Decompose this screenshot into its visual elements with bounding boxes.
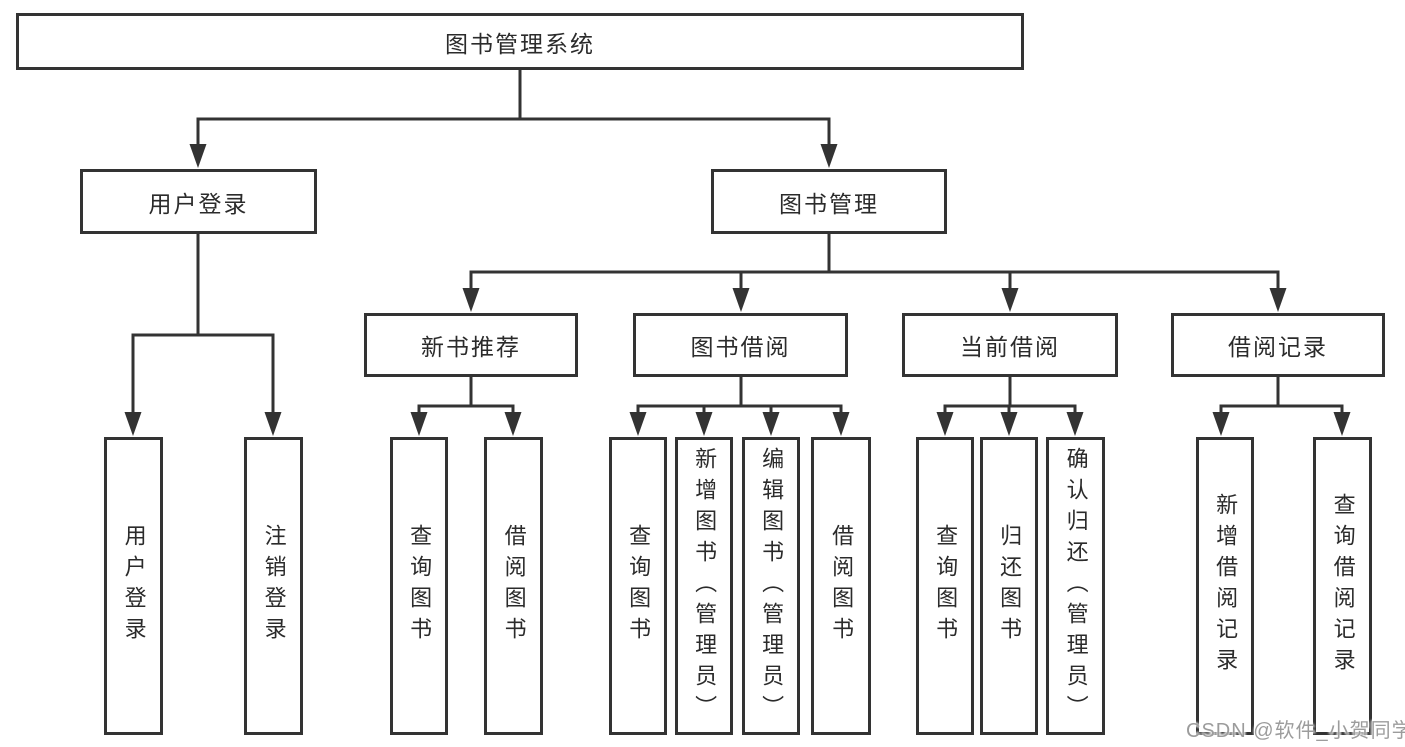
node-borrowing-records: 借阅记录 (1171, 313, 1385, 377)
node-label: 新增借阅记录 (1213, 493, 1239, 679)
node-label: 确认归还（管理员） (1063, 446, 1089, 726)
node-book-management: 图书管理 (711, 169, 947, 234)
node-label: 借阅图书 (829, 524, 855, 648)
node-library-management-system: 图书管理系统 (16, 13, 1024, 70)
node-label: 新增图书（管理员） (692, 446, 718, 726)
node-label: 编辑图书（管理员） (759, 446, 785, 726)
node-label: 查询图书 (407, 524, 433, 648)
node-label: 借阅图书 (501, 524, 527, 648)
node-label: 查询图书 (933, 524, 959, 648)
node-query-books-borrow: 查询图书 (609, 437, 667, 735)
node-label: 查询借阅记录 (1330, 493, 1356, 679)
node-label: 查询图书 (626, 524, 652, 648)
node-label: 图书管理 (779, 190, 879, 217)
node-borrow-books-recommend: 借阅图书 (484, 437, 543, 735)
node-label: 用户登录 (148, 190, 249, 217)
node-label: 图书管理系统 (445, 30, 595, 57)
node-logout: 注销登录 (244, 437, 303, 735)
node-label: 借阅记录 (1228, 334, 1328, 360)
node-label: 图书借阅 (690, 334, 791, 360)
node-confirm-return-admin: 确认归还（管理员） (1046, 437, 1105, 735)
node-user-login-group: 用户登录 (80, 169, 317, 234)
node-label: 注销登录 (261, 524, 287, 648)
csdn-watermark: CSDN @软件_小贺同学 (1186, 720, 1405, 742)
node-new-book-recommendation: 新书推荐 (364, 313, 578, 377)
node-borrow-books: 借阅图书 (811, 437, 871, 735)
node-add-books-admin: 新增图书（管理员） (675, 437, 733, 735)
node-current-borrowing: 当前借阅 (902, 313, 1118, 377)
node-label: 新书推荐 (421, 334, 521, 360)
node-add-borrow-record: 新增借阅记录 (1196, 437, 1254, 735)
node-query-books-current: 查询图书 (916, 437, 974, 735)
node-label: 用户登录 (121, 524, 147, 648)
node-user-login: 用户登录 (104, 437, 163, 735)
node-return-books: 归还图书 (980, 437, 1038, 735)
node-label: 归还图书 (997, 524, 1023, 648)
node-book-borrowing: 图书借阅 (633, 313, 848, 377)
node-label: 当前借阅 (960, 334, 1060, 360)
node-query-borrow-record: 查询借阅记录 (1313, 437, 1372, 735)
node-query-books-recommend: 查询图书 (390, 437, 448, 735)
node-edit-books-admin: 编辑图书（管理员） (742, 437, 800, 735)
